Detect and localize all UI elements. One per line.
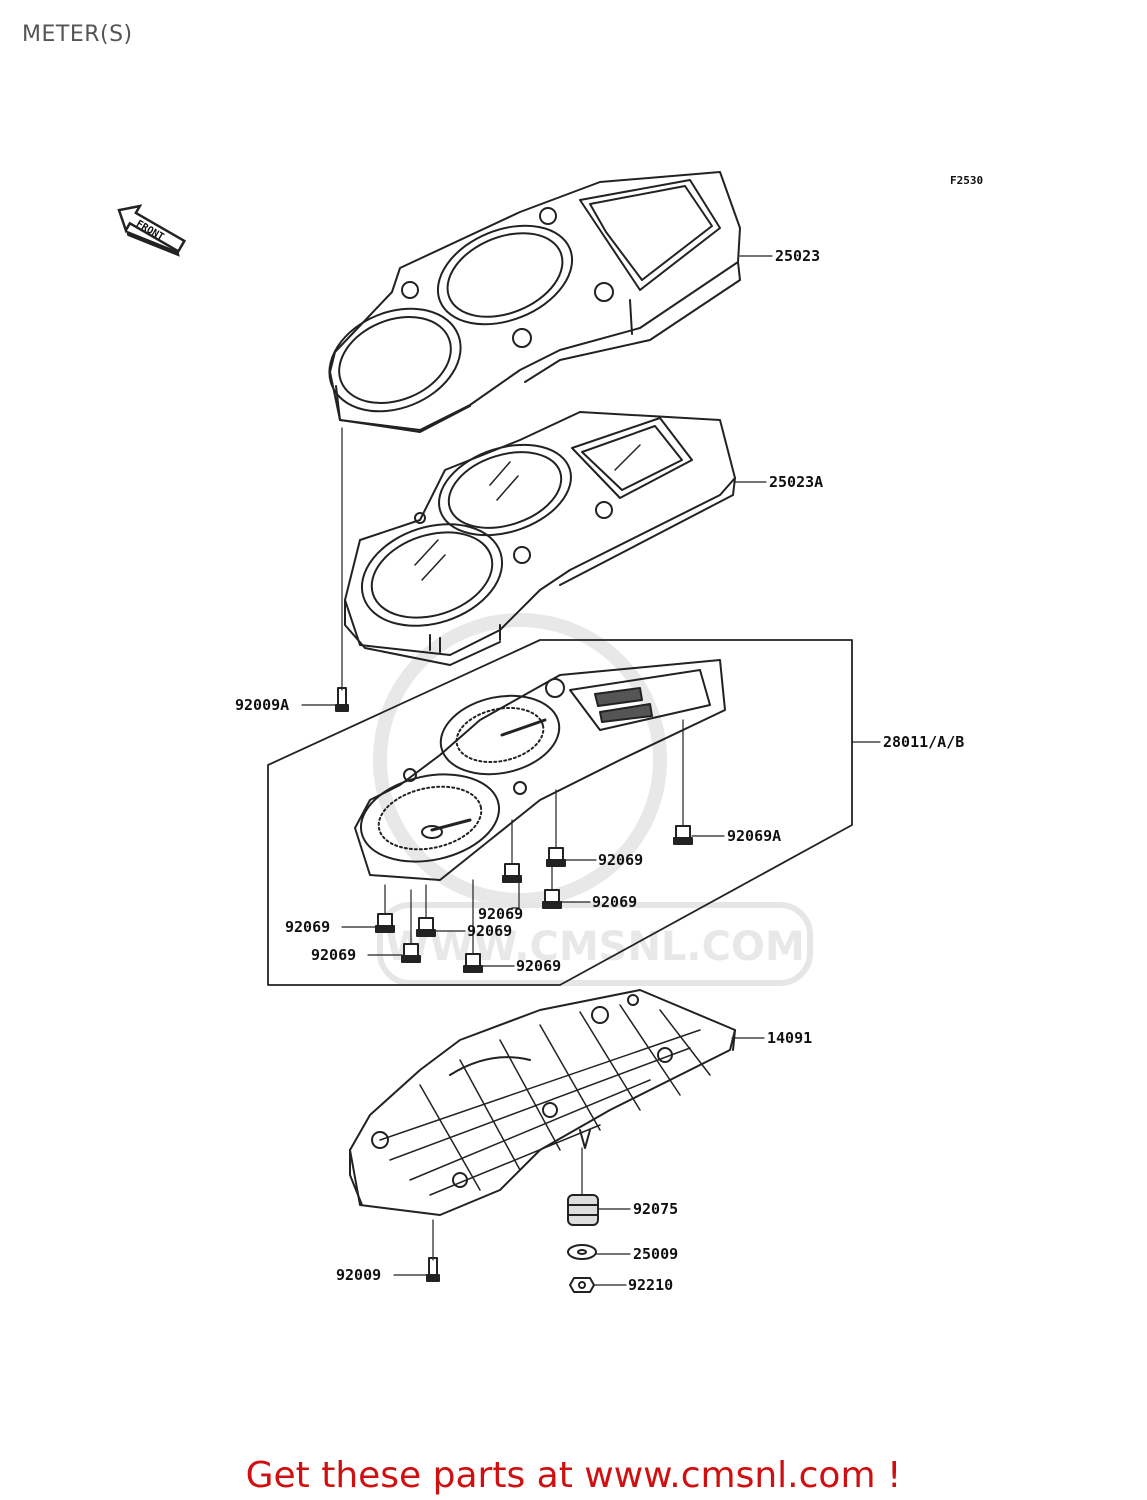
callout-label: 25009 (633, 1245, 678, 1263)
meter-assembly-group-box (267, 639, 853, 986)
callout-label: 92075 (633, 1200, 678, 1218)
callout-label: 92069 (285, 918, 330, 936)
watermark-text: WWW.CMSNL.COM (385, 924, 805, 970)
screws-92069-icon (375, 719, 693, 973)
upper-meter-cover (328, 171, 741, 433)
front-direction-icon: FRONT (117, 204, 187, 257)
callout-label: 92069 (311, 946, 356, 964)
callout-label: 92210 (628, 1276, 673, 1294)
get-parts-link[interactable]: Get these parts at www.cmsnl.com ! (245, 1455, 902, 1496)
callout-label: 25023 (775, 247, 820, 265)
parts-diagram: WWW.CMSNL.COM F2530 FRONT (117, 171, 983, 1294)
callout-labels: 25023 25023A 92009A 28011/A/B 92069A 920… (235, 247, 964, 1294)
page-title: METER(S) (22, 22, 133, 47)
callout-label: 92069 (467, 922, 512, 940)
callout-label: 92069 (516, 957, 561, 975)
callout-label: 92009A (235, 696, 289, 714)
callout-label: 28011/A/B (883, 733, 964, 751)
leader-lines (301, 255, 881, 1286)
callout-label: 14091 (767, 1029, 812, 1047)
callout-label: 92069 (598, 851, 643, 869)
callout-label: 92009 (336, 1266, 381, 1284)
meter-assembly (354, 659, 726, 881)
watermark: WWW.CMSNL.COM (373, 613, 813, 986)
callout-label: 25023A (769, 473, 823, 491)
screw-92009A-icon (335, 427, 349, 712)
callout-label: 92069A (727, 827, 781, 845)
figure-code: F2530 (950, 174, 983, 187)
callout-label: 92069 (592, 893, 637, 911)
meter-case (344, 411, 736, 666)
lower-meter-cover (349, 989, 736, 1216)
callout-label: 92069 (478, 905, 523, 923)
screw-92009-icon (426, 1219, 440, 1282)
grommet-washer-nut-icon (567, 1147, 599, 1293)
